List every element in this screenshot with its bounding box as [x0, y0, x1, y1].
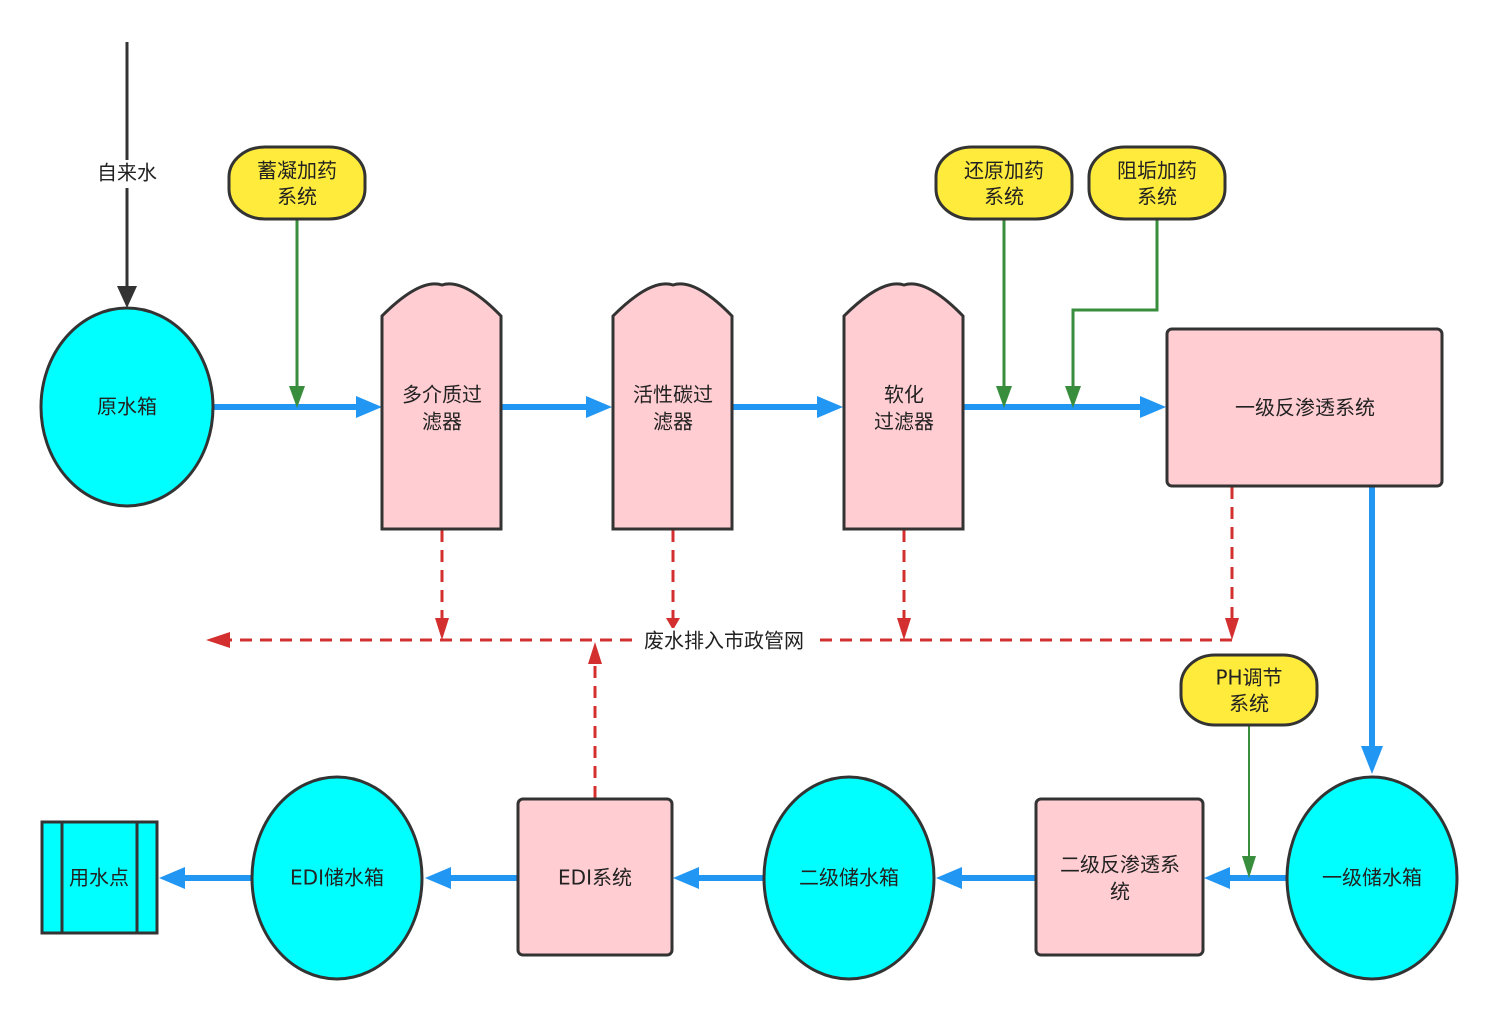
ro2-label-line2: 统 — [1110, 880, 1130, 904]
ph-dosing-system[interactable]: PH调节 系统 — [1179, 653, 1319, 727]
arrowhead — [588, 642, 602, 664]
raw-water-tank-label: 原水箱 — [97, 395, 157, 419]
tank2[interactable]: 二级储水箱 — [762, 775, 936, 981]
arrowhead — [996, 386, 1012, 408]
carbon-filter-label-line1: 活性碳过 — [633, 383, 713, 407]
reduction-dosing-label-line2: 系统 — [984, 185, 1024, 209]
tap-water-label: 自来水 — [97, 161, 157, 185]
arrowhead — [666, 618, 680, 630]
arrowhead — [936, 867, 962, 889]
ro2-system[interactable]: 二级反渗透系 统 — [1034, 797, 1205, 957]
main-flow-top — [213, 396, 1383, 774]
antiscalant-dosing-line — [1071, 219, 1159, 388]
ro1-system[interactable]: 一级反渗透系统 — [1165, 327, 1444, 488]
arrowhead — [586, 396, 612, 418]
arrowhead — [1140, 396, 1166, 418]
edi-label: EDI系统 — [558, 866, 632, 890]
carbon-filter[interactable]: 活性碳过 滤器 — [611, 282, 734, 531]
edi-tank[interactable]: EDI储水箱 — [250, 775, 424, 981]
arrowhead — [425, 867, 451, 889]
arrowhead — [817, 396, 843, 418]
coag-dosing-label-line2: 系统 — [277, 185, 317, 209]
arrowhead — [159, 867, 185, 889]
arrowhead — [206, 632, 230, 648]
carbon-filter-label-line2: 滤器 — [653, 410, 693, 434]
edi-tank-label: EDI储水箱 — [290, 866, 384, 890]
raw-water-tank[interactable]: 原水箱 — [39, 306, 215, 508]
arrowhead — [435, 618, 449, 640]
tank1[interactable]: 一级储水箱 — [1285, 775, 1459, 981]
softener-label-line1: 软化 — [884, 383, 924, 407]
antiscalant-dosing-label-line2: 系统 — [1137, 185, 1177, 209]
main-flow-bottom — [159, 867, 1287, 889]
use-point-label: 用水点 — [69, 866, 129, 890]
reduction-dosing-label-line1: 还原加药 — [964, 159, 1044, 183]
multimedia-filter[interactable]: 多介质过 滤器 — [380, 282, 503, 531]
ph-dosing-label-line1: PH调节 — [1215, 666, 1282, 690]
wastewater-label: 废水排入市政管网 — [644, 629, 804, 653]
use-point[interactable]: 用水点 — [40, 820, 159, 935]
arrowhead — [1204, 867, 1230, 889]
dosing-lines — [289, 219, 1256, 878]
arrowhead — [673, 867, 699, 889]
tank1-label: 一级储水箱 — [1322, 866, 1422, 890]
arrowhead — [356, 396, 382, 418]
softener-label-line2: 过滤器 — [874, 410, 934, 434]
coag-dosing-system[interactable]: 蓄凝加药 系统 — [227, 145, 367, 221]
arrowhead — [897, 618, 911, 640]
tank2-label: 二级储水箱 — [799, 866, 899, 890]
reduction-dosing-system[interactable]: 还原加药 系统 — [934, 145, 1074, 221]
arrowhead — [1225, 618, 1239, 640]
multimedia-filter-label-line2: 滤器 — [422, 410, 462, 434]
antiscalant-dosing-label-line1: 阻垢加药 — [1117, 159, 1197, 183]
arrowhead — [1065, 386, 1081, 408]
softener-filter[interactable]: 软化 过滤器 — [842, 282, 965, 531]
waste-label-bg — [636, 628, 812, 654]
antiscalant-dosing-system[interactable]: 阻垢加药 系统 — [1087, 145, 1227, 221]
waste-arrowheads — [206, 618, 1239, 664]
coag-dosing-label-line1: 蓄凝加药 — [257, 159, 337, 183]
edi-system[interactable]: EDI系统 — [516, 797, 674, 957]
inlet-arrowhead — [117, 286, 137, 308]
ro1-label: 一级反渗透系统 — [1235, 396, 1375, 420]
arrowhead — [289, 386, 305, 408]
ph-dosing-label-line2: 系统 — [1229, 692, 1269, 716]
arrowhead — [1361, 746, 1383, 774]
ro2-label-line1: 二级反渗透系 — [1060, 853, 1180, 877]
multimedia-filter-label-line1: 多介质过 — [402, 383, 482, 407]
tap-water-inlet-connector — [117, 42, 137, 308]
arrowhead — [1242, 856, 1256, 878]
